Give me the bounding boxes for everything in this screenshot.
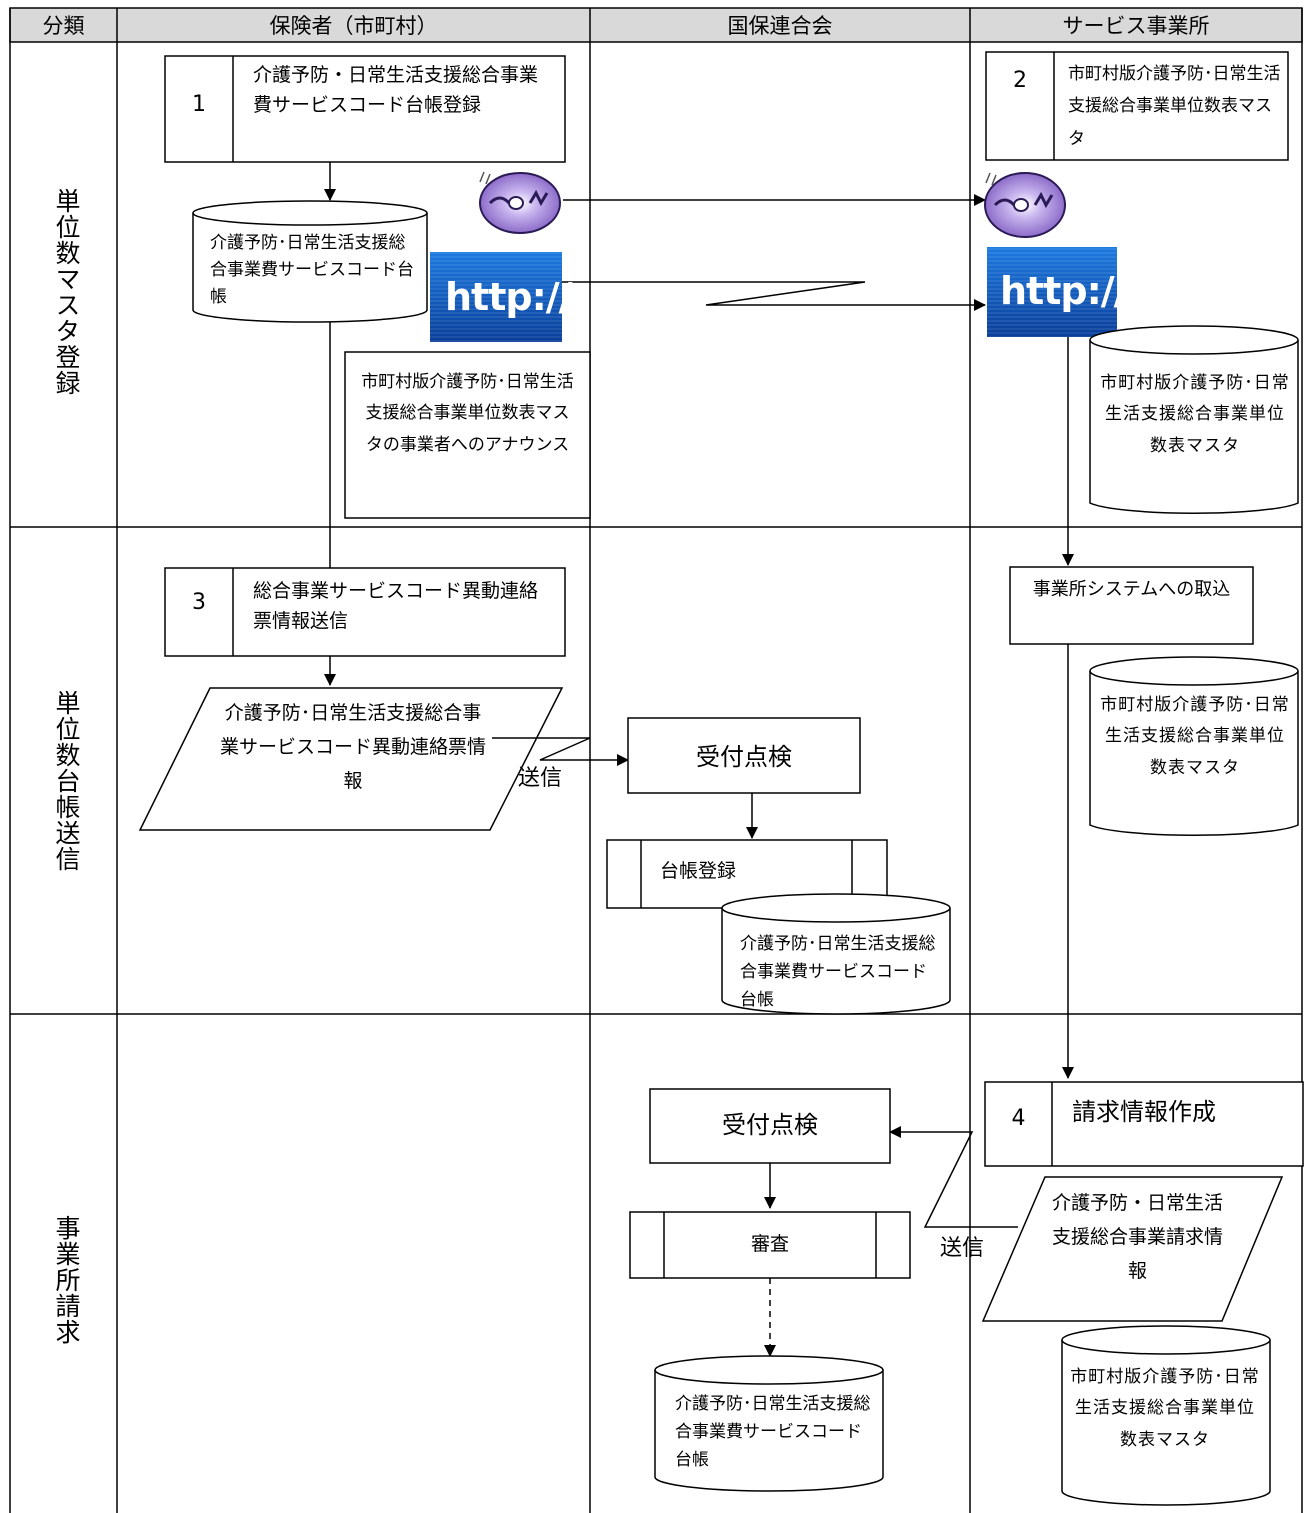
intake-check-2: 受付点検: [722, 1111, 818, 1139]
cd-disc-icon-left: [479, 171, 561, 234]
change-notice-info: 介護予防･日常生活支援総合事業サービスコード異動連絡票情報: [219, 702, 486, 793]
step-3-number: 3: [192, 590, 206, 615]
intake-check-1: 受付点検: [696, 743, 792, 771]
federation-ledger-db-2: 介護予防･日常生活支援総合事業費サービスコード台帳: [675, 1394, 871, 1471]
row-label-unit-master: 単位数マスタ登録: [52, 188, 81, 396]
cd-disc-icon-right: [984, 172, 1066, 238]
send-label-2: 送信: [940, 1236, 985, 1261]
ledger-register-process: 台帳登録: [660, 860, 737, 882]
http-icon-right: http://: [1000, 269, 1128, 313]
provider-master-db-1: 市町村版介護予防･日常生活支援総合事業単位数表マスタ: [1100, 373, 1290, 456]
provider-master-db-2: 市町村版介護予防･日常生活支援総合事業単位数表マスタ: [1100, 695, 1290, 778]
http-icon-left: http://: [445, 275, 573, 319]
step-3-label: 総合事業サービスコード異動連絡票情報送信: [253, 580, 539, 633]
header-category: 分類: [42, 14, 85, 38]
header-federation: 国保連合会: [727, 14, 833, 38]
import-to-system-box: 事業所システムへの取込: [1032, 579, 1231, 600]
announcement-box: 市町村版介護予防･日常生活支援総合事業単位数表マスタの事業者へのアナウンス: [361, 372, 574, 455]
row-label-provider-claim: 事業所請求: [52, 1215, 81, 1345]
step-1-number: 1: [192, 92, 206, 117]
step-2-number: 2: [1013, 68, 1027, 93]
federation-ledger-db: 介護予防･日常生活支援総合事業費サービスコード台帳: [740, 934, 936, 1011]
insurer-ledger-db-label: 介護予防･日常生活支援総合事業費サービスコード台帳: [210, 233, 414, 308]
header-provider: サービス事業所: [1062, 14, 1210, 38]
step-4-label: 請求情報作成: [1072, 1098, 1216, 1126]
send-label-1: 送信: [518, 766, 563, 791]
claim-info: 介護予防・日常生活支援総合事業請求情報: [1051, 1192, 1223, 1283]
step-1-label: 介護予防・日常生活支援総合事業費サービスコード台帳登録: [253, 64, 539, 117]
provider-master-db-3: 市町村版介護予防･日常生活支援総合事業単位数表マスタ: [1070, 1367, 1260, 1450]
step-2-label: 市町村版介護予防･日常生活支援総合事業単位数表マスタ: [1068, 64, 1281, 149]
row-label-ledger-send: 単位数台帳送信: [52, 690, 81, 872]
review-process: 審査: [750, 1233, 789, 1255]
header-insurer: 保険者（市町村）: [269, 14, 438, 38]
step-4-number: 4: [1011, 1106, 1026, 1131]
